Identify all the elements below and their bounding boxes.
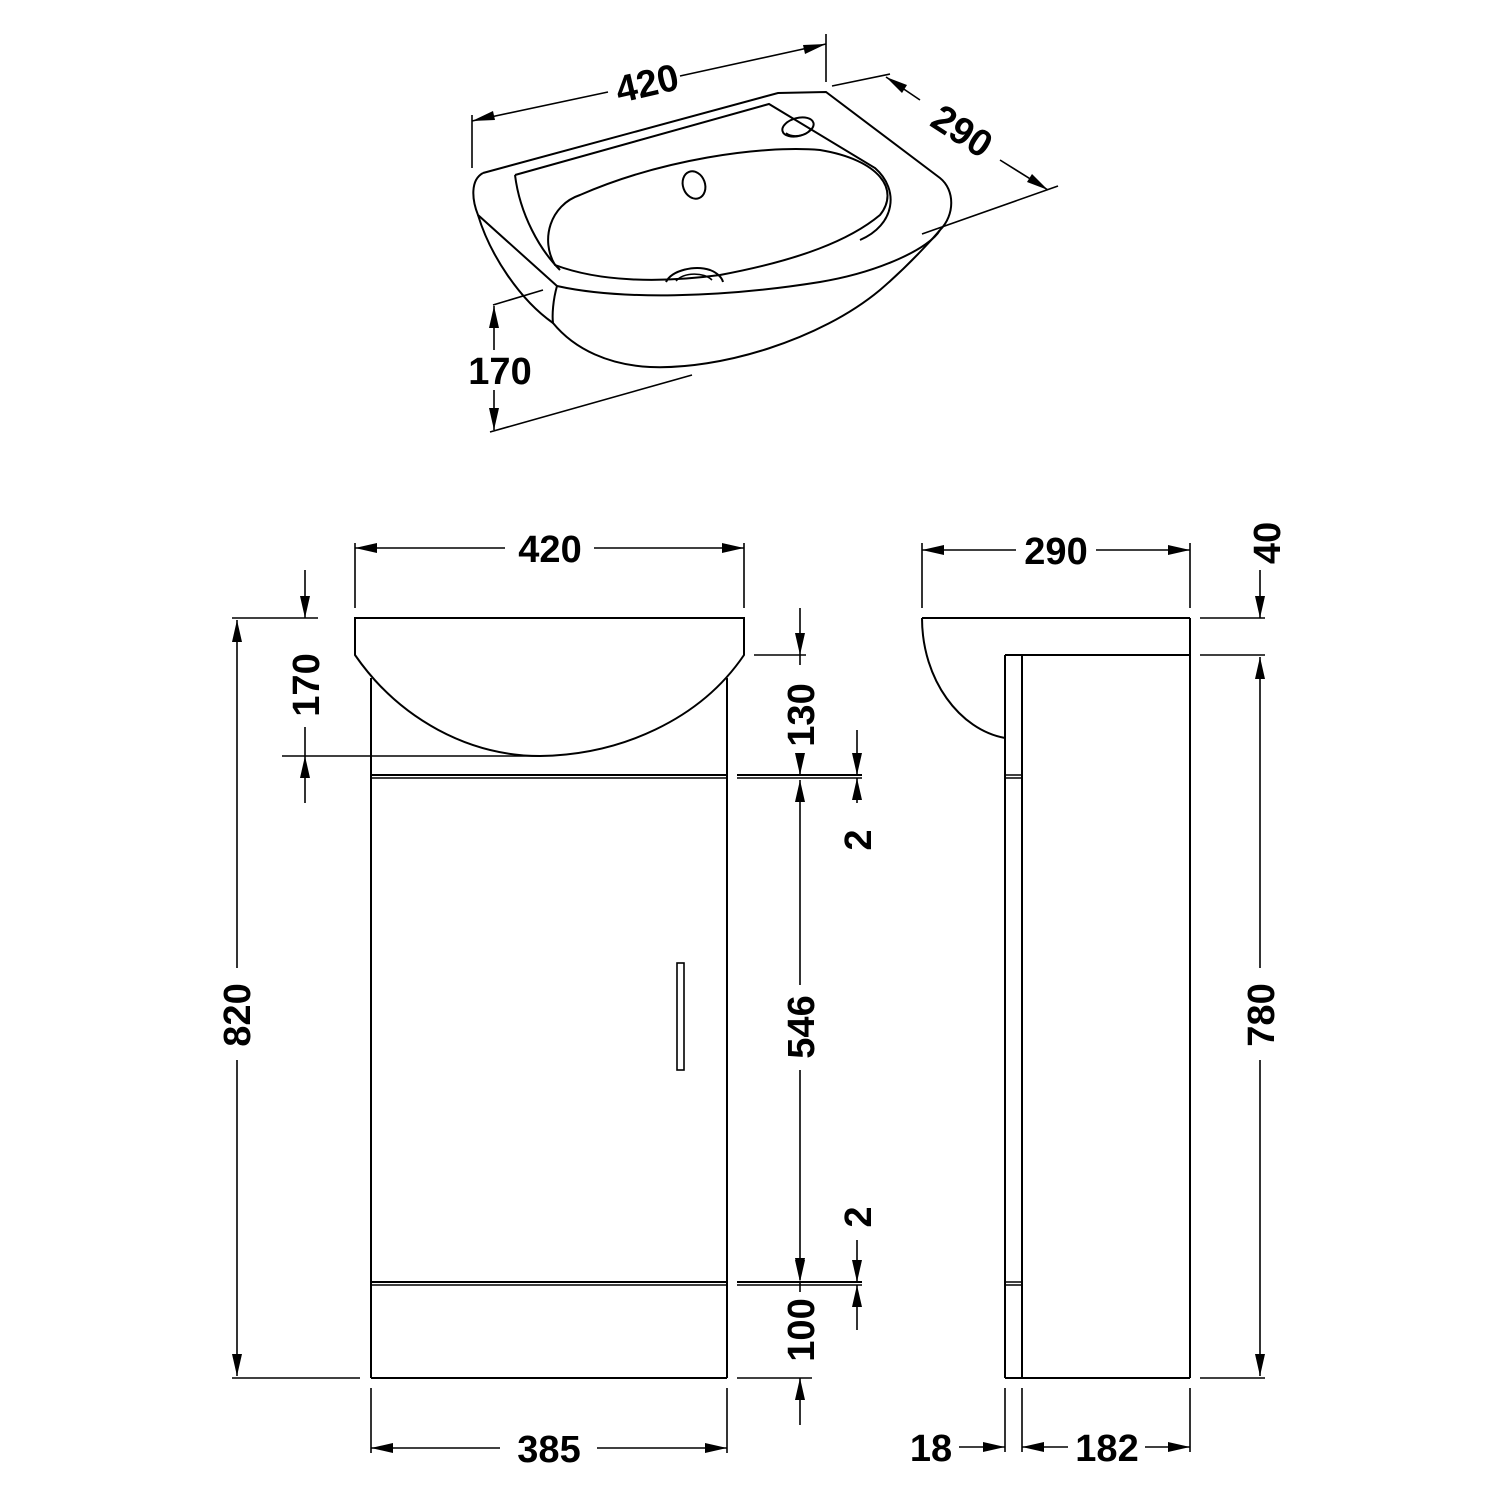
plinth-height-label: 100	[781, 1298, 823, 1361]
front-basin-height-label: 170	[286, 653, 328, 716]
front-view: 420 170 820 130 2	[217, 529, 880, 1471]
basin-depth-label: 290	[924, 97, 1000, 167]
front-basin-width-label: 420	[518, 529, 581, 571]
carcass-depth-label: 182	[1075, 1428, 1138, 1470]
cabinet-height-label: 780	[1241, 983, 1283, 1046]
door-thickness-label: 18	[910, 1428, 952, 1470]
basin-isometric-view: 420 290 170	[468, 34, 1059, 433]
gap-top-label: 2	[838, 829, 880, 850]
basin-height-label: 170	[468, 351, 531, 393]
basin-rim-label: 40	[1247, 522, 1289, 564]
total-height-label: 820	[217, 983, 259, 1046]
top-section-label: 130	[781, 683, 823, 746]
gap-bottom-label: 2	[838, 1206, 880, 1227]
side-basin-depth-label: 290	[1024, 531, 1087, 573]
door-height-label: 546	[781, 995, 823, 1058]
basin-width-label: 420	[612, 57, 683, 112]
side-view: 290 40 780 18 182	[910, 522, 1289, 1470]
door-handle	[676, 962, 685, 1071]
cabinet-width-label: 385	[517, 1429, 580, 1471]
